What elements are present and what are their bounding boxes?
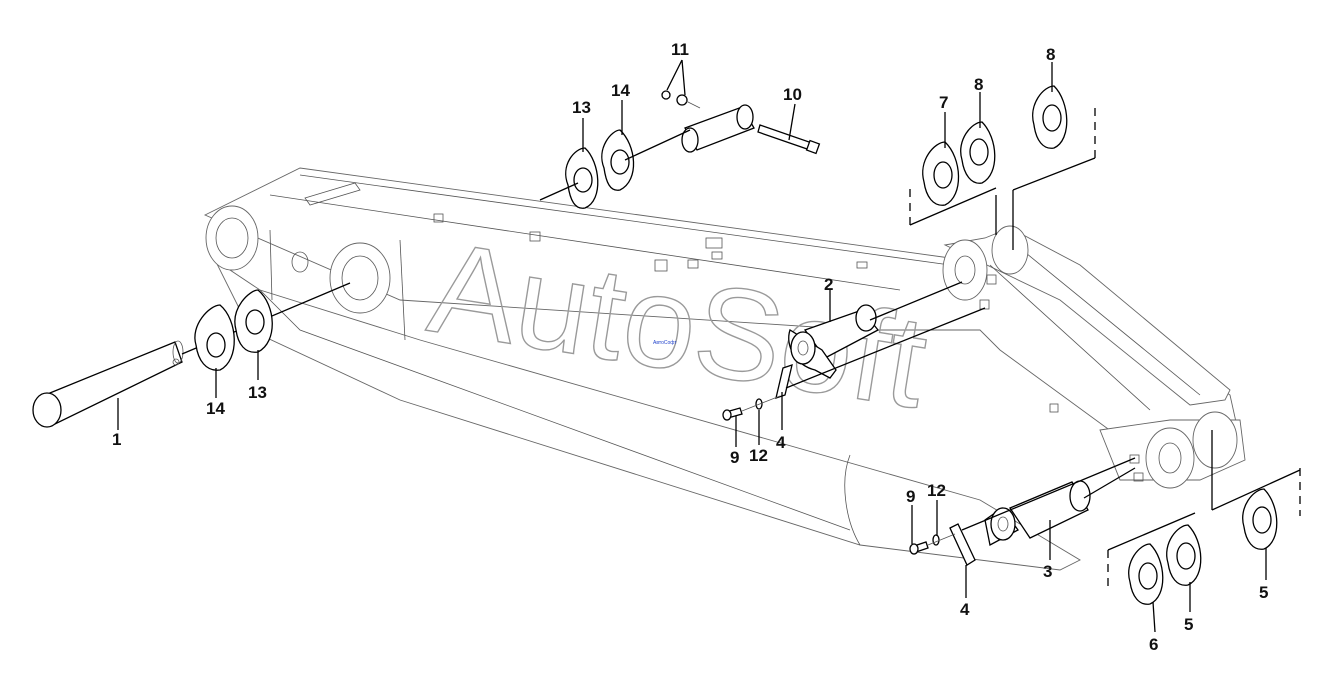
callout-9: 9 <box>730 448 739 467</box>
callout-4: 4 <box>776 433 786 452</box>
callout-labels: 1 2 3 4 4 5 5 6 7 8 8 9 9 10 11 12 12 13… <box>112 40 1268 654</box>
part-14-washer-left <box>194 304 235 371</box>
part-14-washer-top <box>539 129 691 201</box>
leader-lines <box>117 59 1267 633</box>
callout-14: 14 <box>611 81 630 100</box>
watermark-small-text: АвтоСофт <box>653 340 677 346</box>
shim-group-upper <box>909 85 1096 250</box>
callout-8: 8 <box>1046 45 1055 64</box>
callout-5: 5 <box>1259 583 1268 602</box>
part-3-pin <box>909 457 1136 566</box>
part-2-pin <box>722 281 986 421</box>
callout-2: 2 <box>824 275 833 294</box>
shim-group-lower <box>1107 430 1301 605</box>
callout-13: 13 <box>572 98 591 117</box>
callout-5: 5 <box>1184 615 1193 634</box>
callout-13: 13 <box>248 383 267 402</box>
callout-7: 7 <box>939 93 948 112</box>
callout-3: 3 <box>1043 562 1052 581</box>
callout-9: 9 <box>906 487 915 506</box>
callout-12: 12 <box>749 446 768 465</box>
callout-4: 4 <box>960 600 970 619</box>
callout-12: 12 <box>927 481 946 500</box>
callout-14: 14 <box>206 399 225 418</box>
callout-10: 10 <box>783 85 802 104</box>
callout-11: 11 <box>671 40 689 59</box>
callout-6: 6 <box>1149 635 1158 654</box>
callout-1: 1 <box>112 430 121 449</box>
part-13-washer-left <box>234 289 273 353</box>
part-10-bolt-assembly <box>661 90 821 155</box>
part-13-washer-top <box>565 147 599 209</box>
boom-arm <box>203 167 1246 571</box>
callout-8: 8 <box>974 75 983 94</box>
